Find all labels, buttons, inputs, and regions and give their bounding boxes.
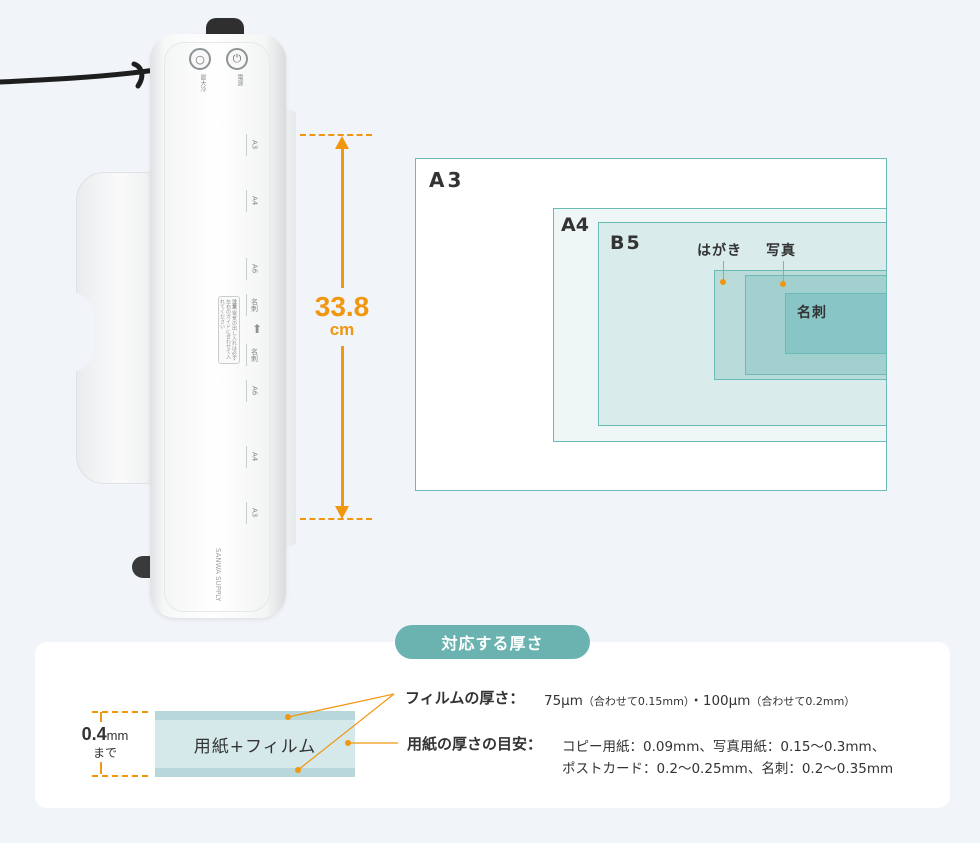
film-separator: ・ [689, 693, 703, 709]
film-value-75: 75μm [544, 693, 583, 709]
measure-top-dash [300, 134, 372, 136]
max-thickness: 0.4mm [72, 724, 138, 745]
size-mark-a4-top: A4 [246, 190, 262, 212]
power-cable [0, 61, 159, 89]
max-thickness-suffix: まで [92, 746, 117, 760]
hagaki-pointer-dot [720, 279, 726, 285]
notice-text: 電気の出し入れは必ず左右のガイドに合わせて入れてください [219, 299, 237, 361]
measure-bottom-dash [300, 518, 372, 520]
thickness-bottom-dash [92, 775, 148, 777]
cold-button-label: 最大冷 [199, 74, 206, 92]
film-thickness-values: 75μm（合わせて0.15mm）・100μm（合わせて0.2mm） [544, 689, 855, 709]
brand-logo: SANWA SUPPLY [214, 548, 222, 602]
film-value-100: 100μm [702, 693, 751, 709]
measure-line-bottom [341, 346, 344, 506]
thickness-bracket-bottom [100, 762, 102, 774]
paper-thickness-line-1: コピー用紙：0.09mm、写真用紙：0.15～0.3mm、 [562, 739, 886, 755]
section-title-pill: 対応する厚さ [395, 625, 590, 659]
power-button[interactable]: ⏻ [226, 48, 248, 70]
cold-button[interactable]: ○ [189, 48, 211, 70]
photo-pointer-dot [780, 281, 786, 287]
film-bottom-layer [155, 768, 355, 777]
film-note-75: （合わせて0.15mm） [582, 695, 690, 708]
paper-b5-label: B5 [610, 232, 642, 254]
measurement-unit: cm [329, 320, 355, 339]
size-mark-a6-top: A6 [246, 258, 262, 280]
power-icon: ⏻ [232, 52, 242, 65]
insert-arrow-icon: ⬆ [252, 322, 263, 336]
paper-a3-label: A3 [429, 168, 465, 192]
power-button-label: 電源 [236, 74, 243, 86]
hagaki-pointer-line [723, 261, 724, 281]
max-thickness-value: 0.4 [81, 724, 107, 744]
paper-meishi [785, 293, 887, 354]
size-mark-meishi-top: 名刺 [246, 294, 262, 316]
paper-hagaki-label: はがき [697, 243, 742, 259]
arrow-up-icon [335, 136, 349, 149]
film-top-layer [155, 711, 355, 720]
measurement-value: 33.8 [314, 291, 370, 322]
paper-a4-label: A4 [561, 214, 589, 236]
paper-thickness-line-2: ポストカード：0.2～0.25mm、名刺：0.2～0.35mm [562, 761, 894, 777]
paper-thickness-title: 用紙の厚さの目安： [407, 735, 543, 753]
film-thickness-title: フィルムの厚さ： [405, 689, 525, 707]
arrow-down-icon [335, 506, 349, 519]
max-thickness-unit: mm [106, 728, 129, 743]
circle-icon: ○ [195, 52, 205, 66]
photo-pointer-line [783, 261, 784, 283]
measure-line-top [341, 148, 344, 288]
size-mark-a4-bottom: A4 [246, 446, 262, 468]
thickness-top-dash [92, 711, 148, 713]
size-mark-meishi-bottom: 名刺 [246, 344, 262, 366]
paper-photo-label: 写真 [766, 243, 796, 259]
notice-title: 注意 [231, 299, 237, 309]
size-mark-a3-top: A3 [246, 134, 262, 156]
film-stack: 用紙+フィルム [155, 711, 355, 777]
paper-meishi-label: 名刺 [797, 305, 827, 321]
callout-lines [285, 693, 398, 773]
laminator-top-panel [164, 42, 270, 612]
film-stack-label: 用紙+フィルム [193, 736, 317, 757]
size-mark-a3-bottom: A3 [246, 502, 262, 524]
notice-sticker: 注意 電気の出し入れは必ず左右のガイドに合わせて入れてください [218, 296, 240, 364]
input-tray [70, 172, 156, 484]
film-note-100: （合わせて0.2mm） [750, 695, 856, 708]
thickness-bracket-top [100, 712, 102, 722]
size-mark-a6-bottom: A6 [246, 380, 262, 402]
